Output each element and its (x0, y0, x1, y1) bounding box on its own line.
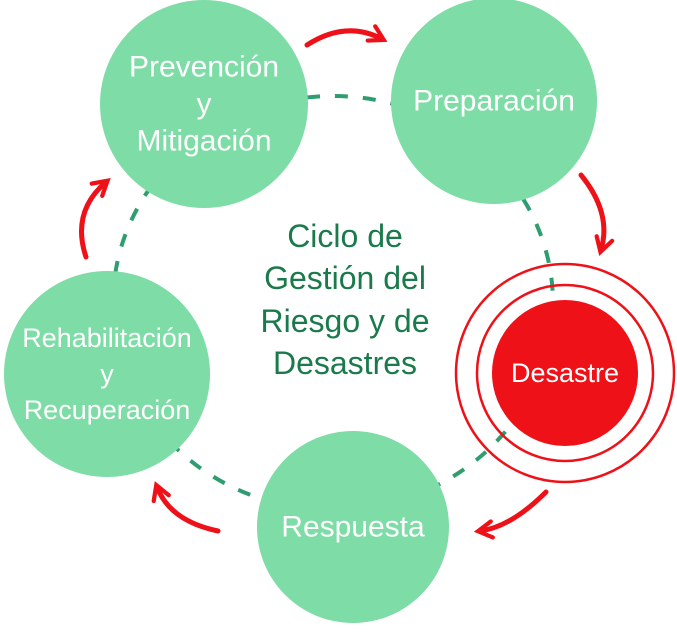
arrow-respuesta-to-rehabilitacion (151, 481, 221, 534)
title-line4: Desastres (273, 345, 417, 381)
node-prevencion-mitigacion: Prevención y Mitigación (100, 0, 308, 208)
preparacion-label: Preparación (413, 85, 575, 118)
desastre-outer-ring (454, 262, 676, 484)
rehabilitacion-label-line1: Rehabilitación (22, 323, 192, 353)
desastre-circle (492, 300, 638, 446)
arrow-prevencion-to-preparacion (304, 24, 388, 48)
prevencion-label-line3: Mitigación (136, 125, 271, 158)
arrow-desastre-to-respuesta (473, 489, 549, 540)
node-desastre: Desastre (454, 262, 676, 484)
title-line3: Riesgo y de (261, 303, 430, 339)
diagram-title: Ciclo de Gestión del Riesgo y de Desastr… (261, 218, 430, 381)
title-line1: Ciclo de (287, 218, 403, 254)
node-rehabilitacion-recuperacion: Rehabilitación y Recuperación (4, 271, 210, 477)
arrow-preparacion-to-desastre (578, 172, 615, 256)
respuesta-label: Respuesta (281, 511, 425, 544)
preparacion-circle (391, 0, 597, 204)
node-preparacion: Preparación (391, 0, 597, 204)
respuesta-circle (257, 431, 449, 623)
node-respuesta: Respuesta (257, 431, 449, 623)
desastre-middle-ring (475, 283, 655, 463)
prevencion-label-line1: Prevención (129, 51, 279, 84)
prevencion-label-line2: y (197, 88, 212, 121)
rehabilitacion-label-line2: y (100, 359, 114, 389)
desastre-label: Desastre (511, 358, 619, 388)
prevencion-circle (100, 0, 308, 208)
title-line2: Gestión del (264, 260, 426, 296)
arrow-rehabilitacion-to-prevencion (79, 177, 111, 260)
rehabilitacion-circle (4, 271, 210, 477)
rehabilitacion-label-line3: Recuperación (24, 395, 191, 425)
